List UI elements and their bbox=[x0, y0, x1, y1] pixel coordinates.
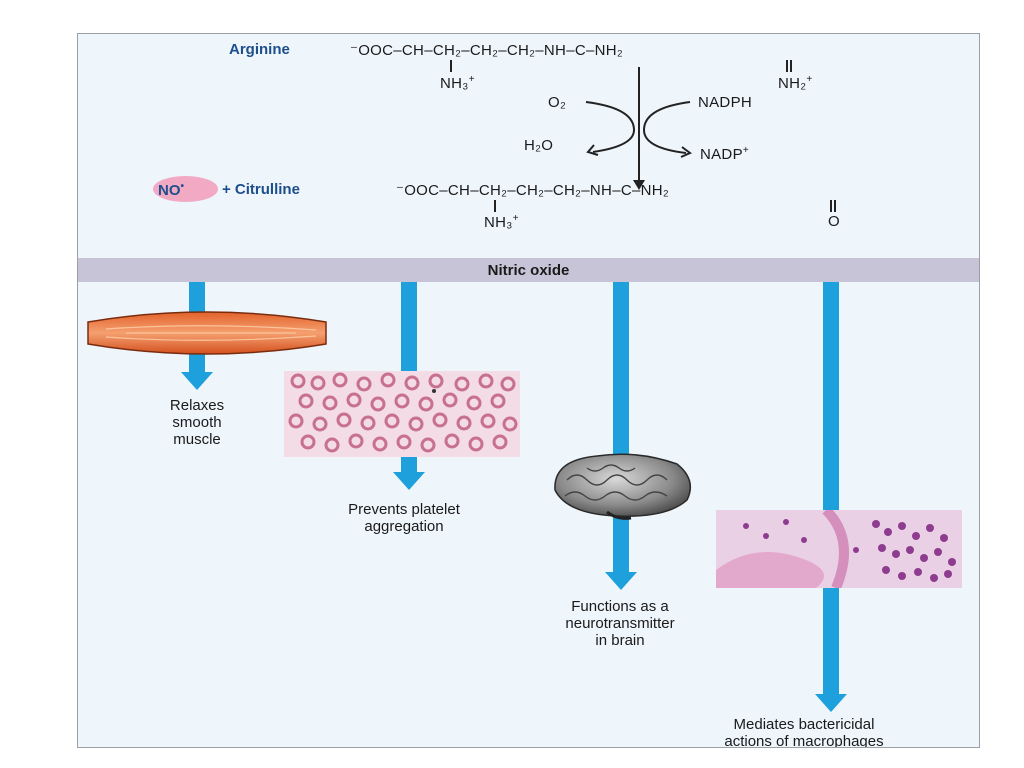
nitric-oxide-product: NO• bbox=[158, 181, 185, 199]
water-label: H₂O bbox=[524, 137, 554, 154]
effect-arrow-1-head bbox=[181, 372, 213, 390]
citrulline-formula: ⁻OOC–CH–CH₂–CH₂–CH₂–NH–C–NH₂ bbox=[396, 182, 669, 199]
effect-1-line-2: smooth bbox=[172, 414, 222, 431]
effect-2-line-2: aggregation bbox=[364, 518, 444, 535]
effect-caption-1: Relaxes smooth muscle bbox=[123, 397, 271, 448]
arginine-formula: ⁻OOC–CH–CH₂–CH₂–CH₂–NH–C–NH₂ bbox=[350, 42, 623, 59]
effect-arrow-4-shaft bbox=[823, 282, 839, 697]
nitric-oxide-band-label: Nitric oxide bbox=[487, 262, 570, 279]
arginine-imine: NH₂+ bbox=[778, 74, 813, 92]
no-text: NO bbox=[158, 182, 181, 199]
arginine-imine-charge: + bbox=[806, 74, 813, 85]
arginine-amine: NH₃+ bbox=[440, 74, 475, 92]
no-radical: • bbox=[180, 181, 185, 192]
oxygen-label: O₂ bbox=[548, 94, 567, 111]
nitric-oxide-figure: Arginine ⁻OOC–CH–CH₂–CH₂–CH₂–NH–C–NH₂ NH… bbox=[77, 33, 980, 748]
nadp-charge: + bbox=[742, 145, 750, 156]
arginine-amine-charge: + bbox=[468, 74, 475, 85]
citrulline-amine-charge: + bbox=[512, 213, 519, 224]
cofactor-curves bbox=[585, 101, 692, 158]
brain-icon bbox=[554, 453, 692, 520]
effect-1-line-1: Relaxes bbox=[169, 397, 225, 414]
effect-3-line-2: neurotransmitter bbox=[565, 615, 675, 632]
effect-arrow-3-head bbox=[605, 572, 637, 590]
arginine-label: Arginine bbox=[229, 41, 290, 58]
citrulline-amine-bond bbox=[494, 200, 496, 212]
effect-3-line-1: Functions as a bbox=[571, 598, 669, 615]
arginine-imine-text: NH₂ bbox=[778, 75, 807, 92]
smooth-muscle-icon bbox=[87, 311, 327, 355]
nadph-label: NADPH bbox=[698, 94, 753, 111]
arginine-imine-bond bbox=[786, 60, 792, 72]
citrulline-amine: NH₃+ bbox=[484, 213, 519, 231]
effect-arrow-2-head bbox=[393, 472, 425, 490]
nadp-label: NADP+ bbox=[700, 145, 750, 163]
effect-4-line-1: Mediates bactericidal bbox=[733, 716, 875, 733]
citrulline-amine-text: NH₃ bbox=[484, 214, 513, 231]
citrulline-oxo: O bbox=[828, 213, 840, 230]
macrophage-tissue-image bbox=[716, 510, 962, 588]
reaction-arrow-line bbox=[638, 67, 640, 185]
effect-1-line-3: muscle bbox=[173, 431, 221, 448]
effect-3-line-3: in brain bbox=[595, 632, 645, 649]
effect-caption-3: Functions as a neurotransmitter in brain bbox=[510, 598, 730, 649]
effect-2-line-1: Prevents platelet bbox=[348, 501, 460, 518]
nadp-text: NADP bbox=[700, 146, 743, 163]
effect-caption-2: Prevents platelet aggregation bbox=[294, 501, 514, 535]
effect-4-line-2: actions of macrophages bbox=[724, 733, 884, 748]
citrulline-label: + Citrulline bbox=[222, 181, 300, 198]
nitric-oxide-band bbox=[78, 258, 979, 282]
effect-arrow-3-shaft bbox=[613, 282, 629, 572]
nitric-oxide-highlight bbox=[153, 176, 218, 202]
arginine-amine-text: NH₃ bbox=[440, 75, 469, 92]
effect-arrow-4-head bbox=[815, 694, 847, 712]
effect-caption-4: Mediates bactericidal actions of macroph… bbox=[640, 716, 968, 748]
arginine-amine-bond bbox=[450, 60, 452, 72]
citrulline-oxo-bond bbox=[830, 200, 836, 212]
reaction-arrow-head bbox=[633, 180, 645, 190]
blood-cells-image bbox=[284, 371, 520, 457]
